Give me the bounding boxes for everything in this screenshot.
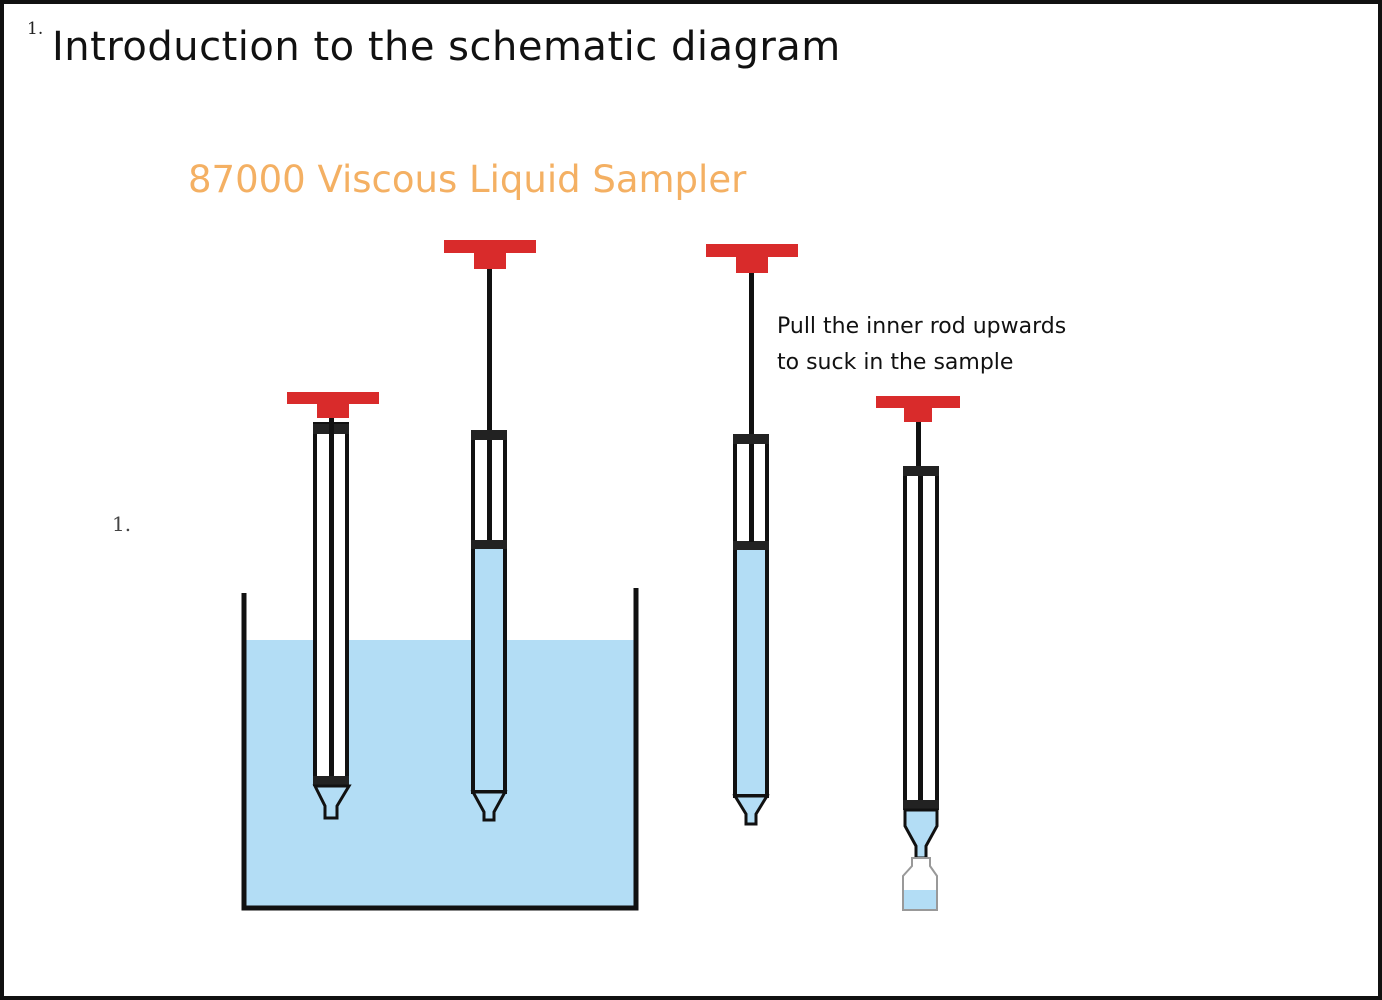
section-number: 1. xyxy=(27,19,44,39)
container-liquid xyxy=(246,640,634,906)
piston-4 xyxy=(903,800,939,810)
piston-2 xyxy=(471,540,507,549)
vial-sample xyxy=(904,890,936,909)
sampler-3 xyxy=(706,244,798,826)
inner-rod-3 xyxy=(749,273,754,439)
annotation: Pull the inner rod upwards to suck in th… xyxy=(777,309,1066,381)
plunger-handle-1 xyxy=(287,392,379,404)
sampler-2 xyxy=(444,240,536,822)
annotation-line-1: Pull the inner rod upwards xyxy=(777,314,1067,339)
barrel-cap-4 xyxy=(903,466,939,476)
barrel-cap-3 xyxy=(733,434,769,444)
sampler-tip-2 xyxy=(470,790,508,822)
annotation-line-2: to suck in the sample xyxy=(777,350,1014,375)
sampler-1 xyxy=(287,392,379,820)
inner-rod-2 xyxy=(487,269,492,435)
barrel-cap-2 xyxy=(471,430,507,440)
sampler-tip-1 xyxy=(312,784,352,820)
plunger-handle-4 xyxy=(876,396,960,408)
rod-segment-3 xyxy=(749,444,754,542)
plunger-neck-3 xyxy=(736,257,768,273)
diagram-title: 87000 Viscous Liquid Sampler xyxy=(188,158,747,201)
plunger-handle-2 xyxy=(444,240,536,253)
piston-3 xyxy=(733,541,769,550)
sampler-tip-3 xyxy=(732,794,770,826)
step-number: 1. xyxy=(112,512,132,536)
rod-segment-2 xyxy=(487,440,492,540)
sampler-tip-4 xyxy=(903,808,939,860)
inner-rod-4 xyxy=(916,422,921,468)
sample-liquid-3 xyxy=(737,548,765,794)
rod-segment-4 xyxy=(918,476,923,802)
plunger-neck-4 xyxy=(904,408,932,422)
plunger-neck-1 xyxy=(317,404,349,418)
plunger-neck-2 xyxy=(474,253,506,269)
plunger-handle-3 xyxy=(706,244,798,257)
piston-1 xyxy=(313,776,349,786)
container-wall xyxy=(241,588,639,911)
sample-liquid-2 xyxy=(475,546,503,790)
inner-rod-1 xyxy=(329,418,334,778)
liquid-container xyxy=(241,588,639,911)
sample-vial xyxy=(902,857,938,911)
sampler-4 xyxy=(876,396,960,860)
page-title: Introduction to the schematic diagram xyxy=(52,24,841,70)
